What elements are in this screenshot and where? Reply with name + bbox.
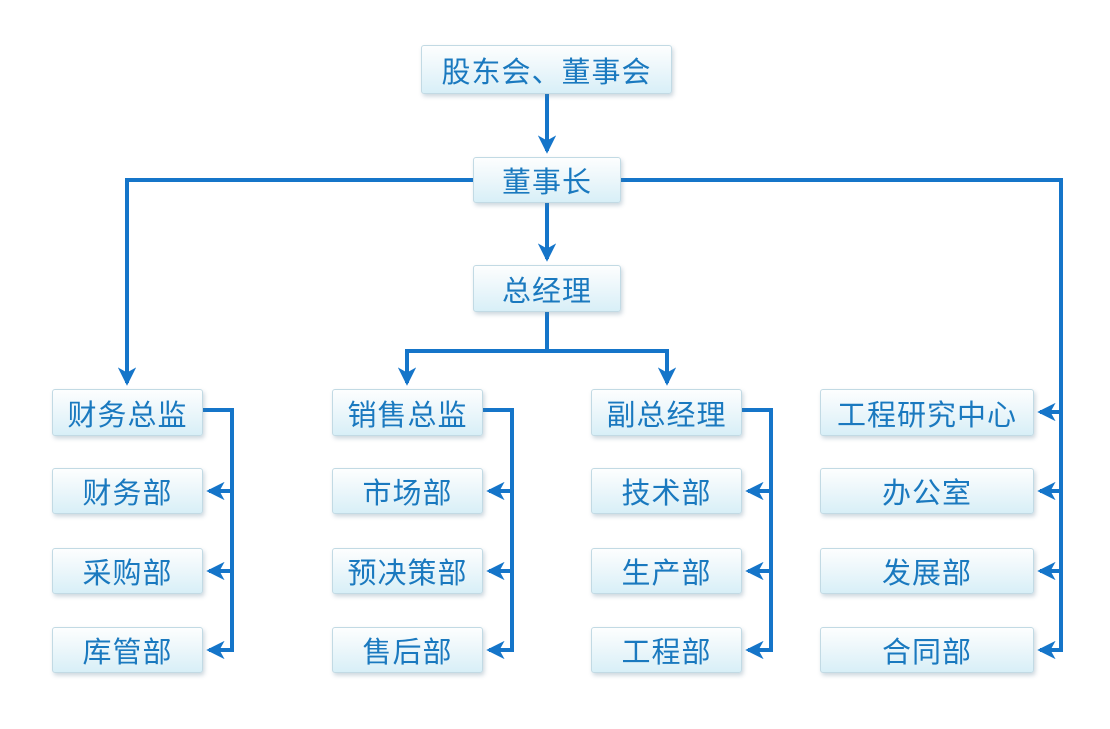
connector-chairman-finance — [117, 178, 473, 386]
node-shareholders-board: 股东会、董事会 — [421, 45, 672, 94]
node-engineering-research-center: 工程研究中心 — [820, 389, 1034, 436]
node-technical-dept: 技术部 — [591, 468, 742, 514]
node-finance-dept: 财务部 — [52, 468, 203, 514]
node-development-dept: 发展部 — [820, 548, 1034, 594]
node-contract-dept: 合同部 — [820, 627, 1034, 673]
connector-deputy-rail — [742, 408, 773, 660]
node-sales-director: 销售总监 — [332, 389, 483, 436]
connector-chairman-rightrail — [621, 178, 1063, 660]
node-predecision-dept: 预决策部 — [332, 548, 483, 594]
node-office: 办公室 — [820, 468, 1034, 514]
node-purchasing-dept: 采购部 — [52, 548, 203, 594]
node-finance-director: 财务总监 — [52, 389, 203, 436]
node-general-manager: 总经理 — [473, 265, 621, 312]
node-deputy-general-manager: 副总经理 — [591, 389, 742, 436]
node-production-dept: 生产部 — [591, 548, 742, 594]
node-chairman: 董事长 — [473, 157, 621, 203]
node-marketing-dept: 市场部 — [332, 468, 483, 514]
connector-finance-rail — [203, 408, 234, 660]
connector-sales-rail — [483, 408, 514, 660]
node-aftersales-dept: 售后部 — [332, 627, 483, 673]
node-engineering-dept: 工程部 — [591, 627, 742, 673]
node-warehouse-dept: 库管部 — [52, 627, 203, 673]
